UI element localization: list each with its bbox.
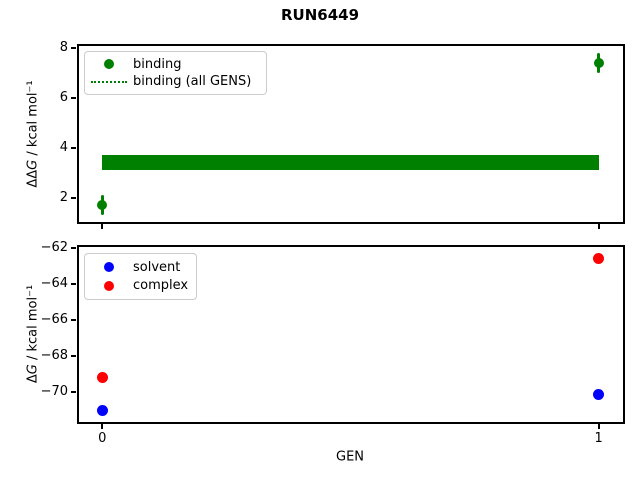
legend-item-binding: binding	[85, 57, 260, 72]
ddg-legend: binding binding (all GENS)	[84, 51, 267, 95]
legend-label-complex: complex	[133, 278, 189, 294]
figure-title: RUN6449	[280, 6, 360, 24]
data-point-solvent	[593, 388, 605, 400]
dg-legend: solvent complex	[84, 253, 197, 300]
complex-marker-icon	[104, 280, 114, 291]
x-tick	[597, 424, 600, 429]
y-tick	[71, 355, 76, 358]
y-tick-label: −68	[40, 348, 68, 364]
y-tick-label: −66	[40, 312, 68, 328]
binding-marker-icon	[104, 59, 114, 70]
y-tick	[71, 391, 76, 394]
legend-item-binding-all-gens: binding (all GENS)	[85, 74, 260, 89]
y-tick-label: 6	[59, 89, 68, 105]
data-point-binding	[593, 57, 604, 68]
legend-label-solvent: solvent	[133, 259, 181, 275]
y-tick	[71, 282, 76, 285]
data-point-complex	[96, 372, 108, 384]
y-tick-label: −62	[40, 239, 68, 255]
x-tick-label: 1	[594, 431, 603, 446]
dg-axes	[76, 245, 625, 424]
y-tick-label: 4	[59, 139, 68, 155]
y-tick-label: 8	[59, 39, 68, 55]
legend-label-binding-all-gens: binding (all GENS)	[133, 74, 252, 90]
y-tick	[71, 246, 76, 249]
legend-label-binding: binding	[133, 56, 182, 72]
ddg-y-axis-label-prefix: ΔΔ	[25, 169, 41, 188]
x-axis-label: GEN	[335, 449, 365, 465]
x-tick	[101, 424, 104, 429]
data-point-complex	[593, 253, 605, 265]
x-tick-label: 0	[98, 431, 107, 446]
x-tick	[597, 224, 600, 229]
dg-y-axis-label-prefix: Δ	[25, 374, 41, 384]
y-tick	[71, 196, 76, 199]
dg-y-axis-label-variable: G	[25, 364, 41, 375]
y-tick-label: 2	[59, 189, 68, 205]
ddg-axes	[76, 44, 625, 224]
solvent-marker-icon	[104, 262, 114, 273]
y-tick	[71, 146, 76, 149]
legend-item-complex: complex	[85, 278, 190, 293]
y-tick	[71, 46, 76, 49]
data-point-binding	[97, 200, 108, 211]
dg-y-axis-label: ΔG / kcal mol⁻¹	[26, 285, 41, 383]
band-binding-all-gens-	[102, 155, 599, 171]
y-tick	[71, 96, 76, 99]
dotted-line-icon	[91, 80, 127, 83]
data-point-solvent	[96, 404, 108, 416]
y-tick-label: −70	[40, 384, 68, 400]
y-tick	[71, 319, 76, 322]
ddg-y-axis-label-variable: G	[25, 159, 41, 170]
legend-item-solvent: solvent	[85, 260, 190, 275]
x-tick	[101, 224, 104, 229]
y-tick-label: −64	[40, 275, 68, 291]
